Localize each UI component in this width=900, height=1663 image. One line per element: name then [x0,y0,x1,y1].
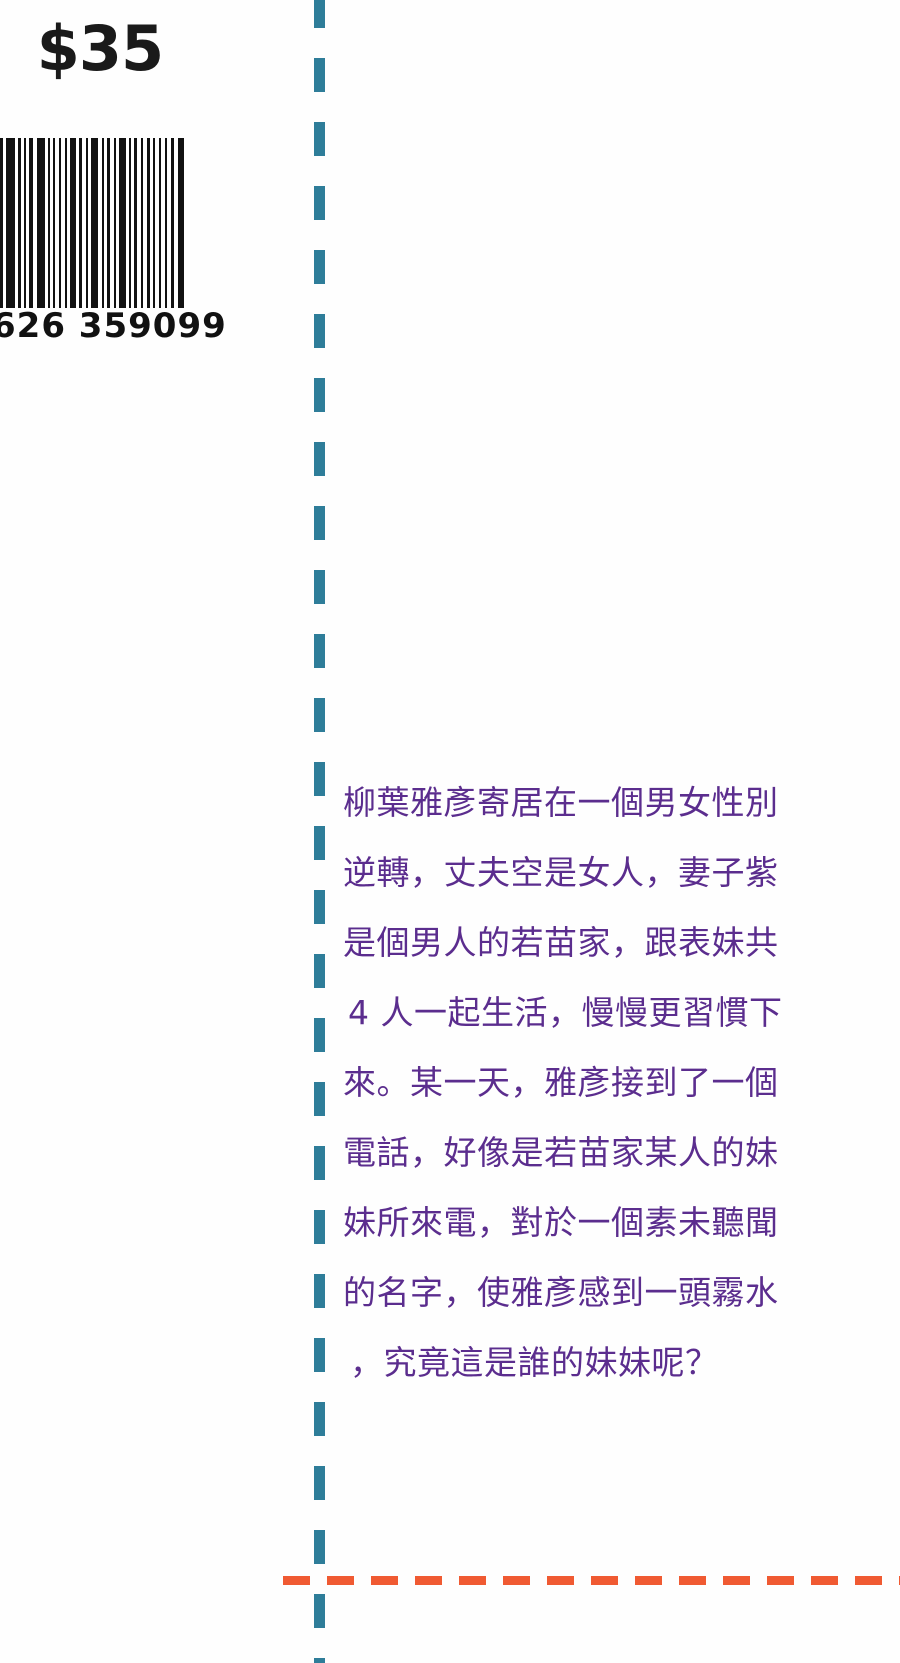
blurb-line: 來。某一天，雅彥接到了一個 [343,1063,779,1102]
blurb-line: 電話，好像是若苗家某人的妹 [343,1133,779,1172]
price-label: $35 [36,12,164,85]
blurb-line: 妹所來電，對於一個素未聽聞 [343,1203,779,1242]
barcode-digits: 626 359099 [0,306,227,346]
blurb-line: 的名字，使雅彥感到一頭霧水 [343,1273,779,1312]
barcode-block: 626 359099 [0,138,227,346]
synopsis-blurb: 柳葉雅彥寄居在一個男女性別 逆轉，丈夫空是女人，妻子紫 是個男人的若苗家，跟表妹… [343,768,798,1398]
blurb-line: 柳葉雅彥寄居在一個男女性別 [343,783,779,822]
blurb-line: 4 人一起生活，慢慢更習慣下 [348,993,783,1032]
horizontal-dashed-divider [283,1576,900,1585]
vertical-dashed-divider [314,0,325,1663]
price-tag-block: $35 [0,18,200,80]
blurb-line: 逆轉，丈夫空是女人，妻子紫 [343,853,779,892]
blurb-line: 是個男人的若苗家，跟表妹共 [343,923,779,962]
barcode-bars-icon [0,138,184,308]
blurb-line: ，究竟這是誰的妹妹呢？ [350,1343,719,1382]
